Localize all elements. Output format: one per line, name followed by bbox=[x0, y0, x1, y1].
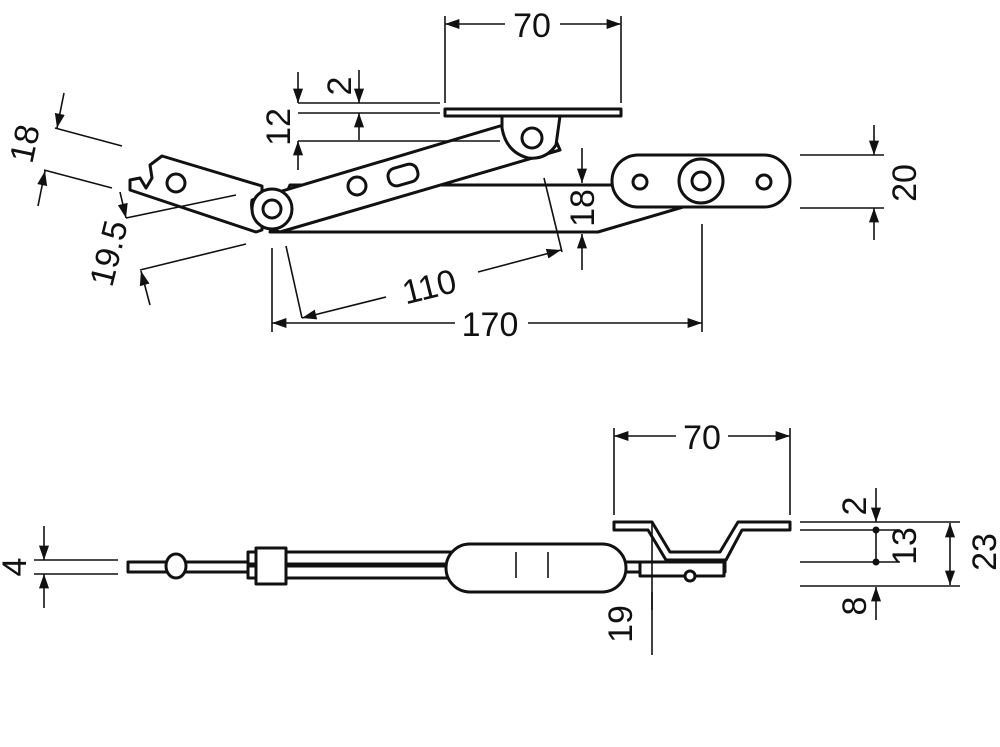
dim-arm-height: 18 bbox=[564, 189, 602, 227]
side-rivet-left bbox=[164, 552, 188, 580]
side-rivet-right bbox=[683, 569, 697, 583]
arm-hole bbox=[346, 175, 368, 197]
dim-side-thickness: 4 bbox=[0, 558, 34, 577]
dim-side-total-height: 23 bbox=[966, 533, 1000, 571]
dim-side-drop-height: 19 bbox=[602, 605, 640, 643]
left-link bbox=[128, 154, 264, 234]
dim-overall-length: 170 bbox=[462, 306, 519, 344]
side-capsule bbox=[444, 542, 628, 594]
dim-arm-offset: 19.5 bbox=[83, 217, 136, 290]
dim-top-flange-width: 70 bbox=[513, 7, 551, 45]
dim-side-flange-width: 70 bbox=[683, 419, 721, 457]
side-rivet-block bbox=[254, 546, 288, 586]
left-link-hole bbox=[165, 172, 187, 194]
top-view: 70 2 12 18 19.5 18 110 bbox=[3, 7, 924, 344]
end-plate-hole-right bbox=[755, 173, 773, 191]
side-base-plate bbox=[638, 560, 726, 578]
end-plate-pivot-inner bbox=[690, 170, 712, 192]
arm-slot bbox=[386, 162, 420, 188]
dim-plate-drop: 12 bbox=[260, 108, 298, 146]
dim-plate-offset: 2 bbox=[321, 77, 359, 96]
end-plate-hole-left bbox=[631, 173, 649, 191]
dim-side-base-height: 8 bbox=[836, 597, 874, 616]
dim-side-step-height: 13 bbox=[886, 527, 924, 565]
side-view: 70 4 2 13 8 23 19 bbox=[0, 419, 1000, 655]
dim-link-length: 110 bbox=[398, 262, 460, 312]
dim-arm-width: 18 bbox=[3, 121, 48, 166]
dim-end-plate-width: 20 bbox=[886, 164, 924, 202]
arm-pivot-inner bbox=[261, 198, 283, 220]
bracket-pivot bbox=[520, 126, 544, 150]
dim-side-flange-thickness: 2 bbox=[836, 497, 874, 516]
side-bracket bbox=[612, 520, 792, 562]
